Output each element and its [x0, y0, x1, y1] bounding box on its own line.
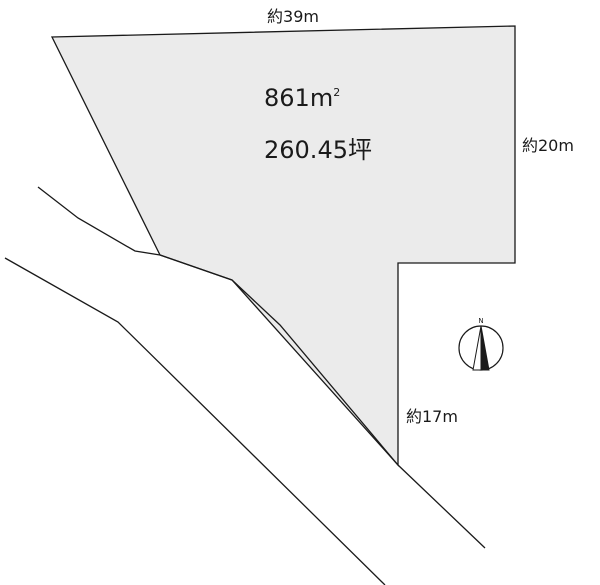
area-sqm-number: 861 — [264, 84, 310, 112]
north-arrow-icon: N — [458, 317, 504, 371]
area-sqm-superscript: 2 — [333, 86, 340, 99]
road-boundary-lower — [4, 257, 386, 585]
dimension-top: 約39m — [267, 7, 319, 26]
area-tsubo: 260.45坪 — [264, 136, 372, 164]
dimension-right: 約20m — [522, 136, 574, 155]
compass-north-label: N — [478, 317, 483, 325]
road-boundary-upper — [37, 186, 486, 549]
compass-needle-right — [480, 325, 490, 371]
area-sqm-unit: m — [310, 84, 333, 112]
dimension-lower-right: 約17m — [406, 407, 458, 426]
area-sqm: 861m2 — [264, 84, 340, 112]
